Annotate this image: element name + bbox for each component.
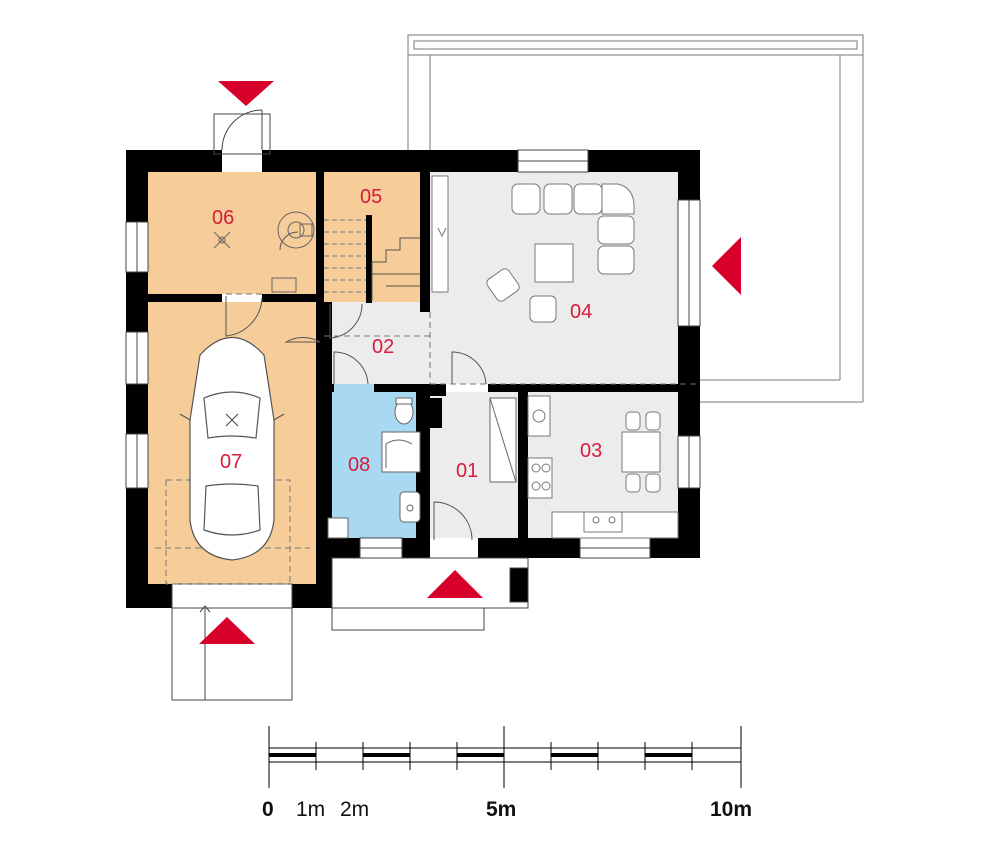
entrance-arrow-front xyxy=(427,570,483,598)
entrance-arrows xyxy=(199,81,741,644)
entrance-arrow-top xyxy=(218,81,274,106)
terrace-outline xyxy=(407,34,864,403)
stair-solid-steps xyxy=(371,237,420,300)
room-label-02: 02 xyxy=(372,336,394,358)
scale-label-0: 0 xyxy=(262,798,274,821)
room-label-08: 08 xyxy=(348,454,370,476)
scale-label-1m: 1m xyxy=(296,798,325,821)
floor-drain-icon xyxy=(213,231,231,249)
coffee-table-icon xyxy=(534,243,574,283)
kitchen-furniture xyxy=(527,395,679,539)
room-label-01: 01 xyxy=(456,460,478,482)
entrance-arrow-garage xyxy=(199,617,255,644)
scale-bar: 0 1m 2m 5m 10m xyxy=(262,726,752,821)
living-room-furniture xyxy=(431,175,635,323)
bathroom-fixtures xyxy=(327,397,421,539)
dining-table-icon xyxy=(621,431,661,473)
stove-icon xyxy=(527,457,553,499)
car-icon xyxy=(179,336,285,561)
armchair-icon xyxy=(529,295,557,323)
hall-wardrobe xyxy=(489,397,517,483)
sofa-icon xyxy=(511,183,635,275)
entrance-arrow-right xyxy=(712,237,741,295)
scale-label-10m: 10m xyxy=(710,798,752,821)
room-label-03: 03 xyxy=(580,440,602,462)
side-entry-porch xyxy=(213,109,271,155)
walls xyxy=(126,150,700,608)
room-06-fill xyxy=(148,172,316,294)
room-labels: 01 02 03 04 05 06 07 08 xyxy=(212,186,602,482)
door-swings xyxy=(225,231,487,541)
front-porch xyxy=(331,557,529,631)
room-label-05: 05 xyxy=(360,186,382,208)
scale-label-5m: 5m xyxy=(486,798,516,821)
armchair-angled-icon xyxy=(486,268,520,302)
windows xyxy=(125,149,701,559)
scale-label-2m: 2m xyxy=(340,798,369,821)
kitchen-sink-icon xyxy=(583,511,623,533)
staircase xyxy=(324,219,366,293)
room-label-07: 07 xyxy=(220,451,242,473)
room-label-04: 04 xyxy=(570,301,592,323)
room-02-fill xyxy=(324,302,436,384)
boiler-fixtures xyxy=(213,211,315,293)
car-roof-marker-icon xyxy=(225,413,239,427)
room-label-06: 06 xyxy=(212,207,234,229)
